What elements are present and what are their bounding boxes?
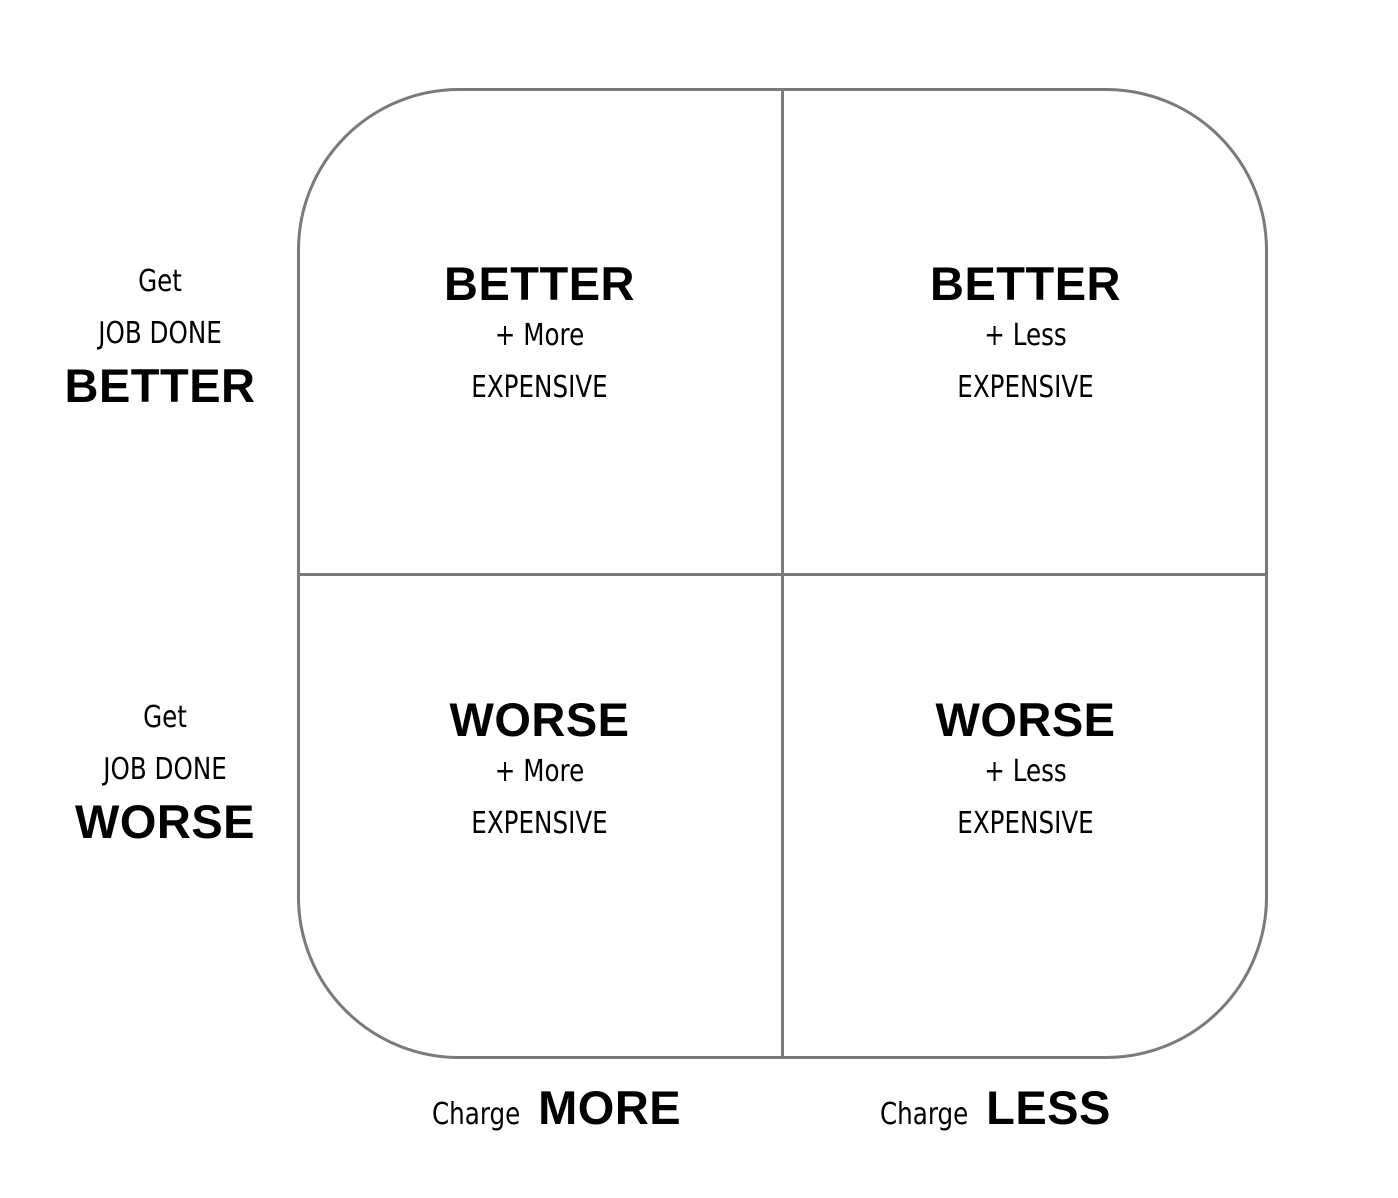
row-label-job-done: JOB DONE xyxy=(103,752,227,787)
column-label-emphasis: LESS xyxy=(986,1081,1111,1134)
quadrant-headline: WORSE xyxy=(449,693,630,746)
column-label-charge-more: Charge MORE xyxy=(432,1080,681,1135)
quadrant-price-direction: + Less xyxy=(984,318,1067,353)
quadrant-price-direction: + More xyxy=(494,318,585,353)
quadrant-price-label: EXPENSIVE xyxy=(957,806,1094,841)
quadrant-price-direction: + Less xyxy=(984,754,1067,789)
horizontal-divider xyxy=(297,573,1268,576)
quadrant-price-label: EXPENSIVE xyxy=(471,806,608,841)
quadrant-better-more-expensive: BETTER + More EXPENSIVE xyxy=(297,258,782,414)
row-label-emphasis: BETTER xyxy=(64,359,256,412)
row-label-job-done: JOB DONE xyxy=(98,316,222,351)
quadrant-worse-less-expensive: WORSE + Less EXPENSIVE xyxy=(783,694,1268,850)
quadrant-worse-more-expensive: WORSE + More EXPENSIVE xyxy=(297,694,782,850)
column-label-emphasis: MORE xyxy=(538,1081,682,1134)
quadrant-headline: BETTER xyxy=(444,257,635,310)
column-label-charge-less: Charge LESS xyxy=(880,1080,1111,1135)
quadrant-price-label: EXPENSIVE xyxy=(957,370,1094,405)
row-label-get: Get xyxy=(143,700,187,735)
quadrant-headline: BETTER xyxy=(930,257,1121,310)
row-label-get: Get xyxy=(138,264,182,299)
quadrant-headline: WORSE xyxy=(935,693,1116,746)
column-label-prefix: Charge xyxy=(432,1097,521,1132)
row-label-better: Get JOB DONE BETTER xyxy=(40,256,280,412)
column-label-prefix: Charge xyxy=(880,1097,969,1132)
row-label-emphasis: WORSE xyxy=(74,795,256,848)
quadrant-price-label: EXPENSIVE xyxy=(471,370,608,405)
quadrant-price-direction: + More xyxy=(494,754,585,789)
quadrant-better-less-expensive: BETTER + Less EXPENSIVE xyxy=(783,258,1268,414)
row-label-worse: Get JOB DONE WORSE xyxy=(45,692,285,848)
